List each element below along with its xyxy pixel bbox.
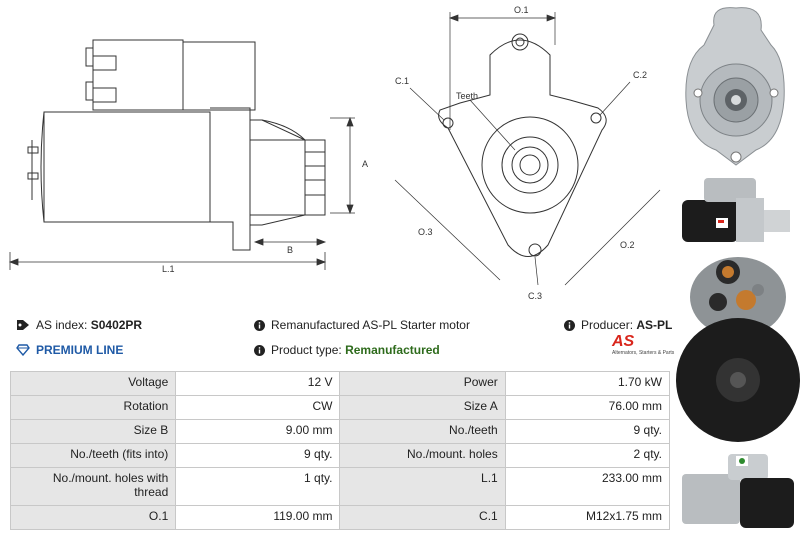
dimension-label-o1: O.1 (514, 5, 529, 15)
dimension-label-c2: C.2 (633, 70, 647, 80)
product-photo-angle[interactable] (676, 450, 800, 536)
spec-label: Size B (9, 419, 177, 444)
spec-value: 9.00 mm (175, 419, 341, 444)
product-photos (676, 0, 800, 536)
spec-value: M12x1.75 mm (504, 505, 671, 530)
product-type: Product type: Remanufactured (254, 343, 440, 357)
product-info: AS index: S0402PR Remanufactured AS-PL S… (14, 316, 674, 366)
spec-value: 1 qty. (175, 467, 341, 506)
tag-icon (16, 319, 30, 331)
info-icon (564, 319, 575, 331)
premium-line-text: PREMIUM LINE (36, 343, 124, 357)
table-row: Size B 9.00 mm No./teeth 9 qty. (9, 419, 671, 444)
product-photo-rear[interactable] (676, 252, 800, 448)
product-type-value: Remanufactured (345, 343, 440, 357)
spec-value: 76.00 mm (504, 395, 671, 420)
table-row: Voltage 12 V Power 1.70 kW (9, 371, 671, 396)
product-type-label: Product type: (271, 343, 342, 357)
spec-value: 119.00 mm (175, 505, 341, 530)
spec-label: Rotation (9, 395, 177, 420)
spec-label: Size A (339, 395, 506, 420)
table-row: Rotation CW Size A 76.00 mm (9, 395, 671, 420)
premium-line-badge: PREMIUM LINE (16, 343, 123, 357)
spec-label: C.1 (339, 505, 506, 530)
description-text: Remanufactured AS-PL Starter motor (271, 318, 470, 332)
product-photo-side[interactable] (676, 172, 800, 248)
spec-label: No./mount. holes (339, 443, 506, 468)
spec-label: No./teeth (339, 419, 506, 444)
producer: Producer: AS-PL (564, 318, 672, 332)
as-index-value: S0402PR (90, 318, 143, 332)
spec-label: No./mount. holes with thread (9, 467, 177, 506)
spec-label: Voltage (9, 371, 177, 396)
dimension-label-teeth: Teeth (456, 91, 478, 101)
as-logo: AS Alternators, Starters & Parts (612, 333, 675, 357)
spec-value: 9 qty. (175, 443, 341, 468)
spec-value: 2 qty. (504, 443, 671, 468)
dimension-label-o2: O.2 (620, 240, 635, 250)
dimension-label-c1: C.1 (395, 76, 409, 86)
spec-label: No./teeth (fits into) (9, 443, 177, 468)
product-description: Remanufactured AS-PL Starter motor (254, 318, 470, 332)
logo-tagline: Alternators, Starters & Parts (612, 350, 675, 356)
spec-label: L.1 (339, 467, 506, 506)
dimension-label-b: B (287, 245, 293, 255)
table-row: No./teeth (fits into) 9 qty. No./mount. … (9, 443, 671, 468)
table-row: No./mount. holes with thread 1 qty. L.1 … (9, 467, 671, 506)
as-index-label: AS index: (36, 318, 88, 332)
dimension-label-c3: C.3 (528, 291, 542, 300)
specs-table: Voltage 12 V Power 1.70 kW Rotation CW S… (9, 371, 671, 530)
side-view-drawing: A B L.1 (8, 39, 368, 274)
spec-label: O.1 (9, 505, 177, 530)
spec-value: 9 qty. (504, 419, 671, 444)
dimension-label-a: A (362, 159, 368, 169)
info-icon (254, 344, 265, 356)
logo-mark: AS (612, 333, 635, 350)
spec-value: 1.70 kW (504, 371, 671, 396)
front-view-drawing: O.1 C.1 C.2 C.3 O.2 O.3 Teeth (394, 5, 661, 300)
spec-label: Power (339, 371, 506, 396)
producer-label: Producer: (581, 318, 634, 332)
as-index: AS index: S0402PR (16, 318, 142, 332)
spec-value: CW (175, 395, 341, 420)
dimension-label-o3: O.3 (418, 227, 433, 237)
dimension-label-l1: L.1 (162, 264, 175, 274)
product-photo-front[interactable] (676, 0, 800, 170)
table-row: O.1 119.00 mm C.1 M12x1.75 mm (9, 505, 671, 530)
spec-value: 12 V (175, 371, 341, 396)
producer-value: AS-PL (636, 318, 673, 332)
spec-value: 233.00 mm (504, 467, 671, 506)
diamond-icon (16, 344, 30, 356)
info-icon (254, 319, 265, 331)
